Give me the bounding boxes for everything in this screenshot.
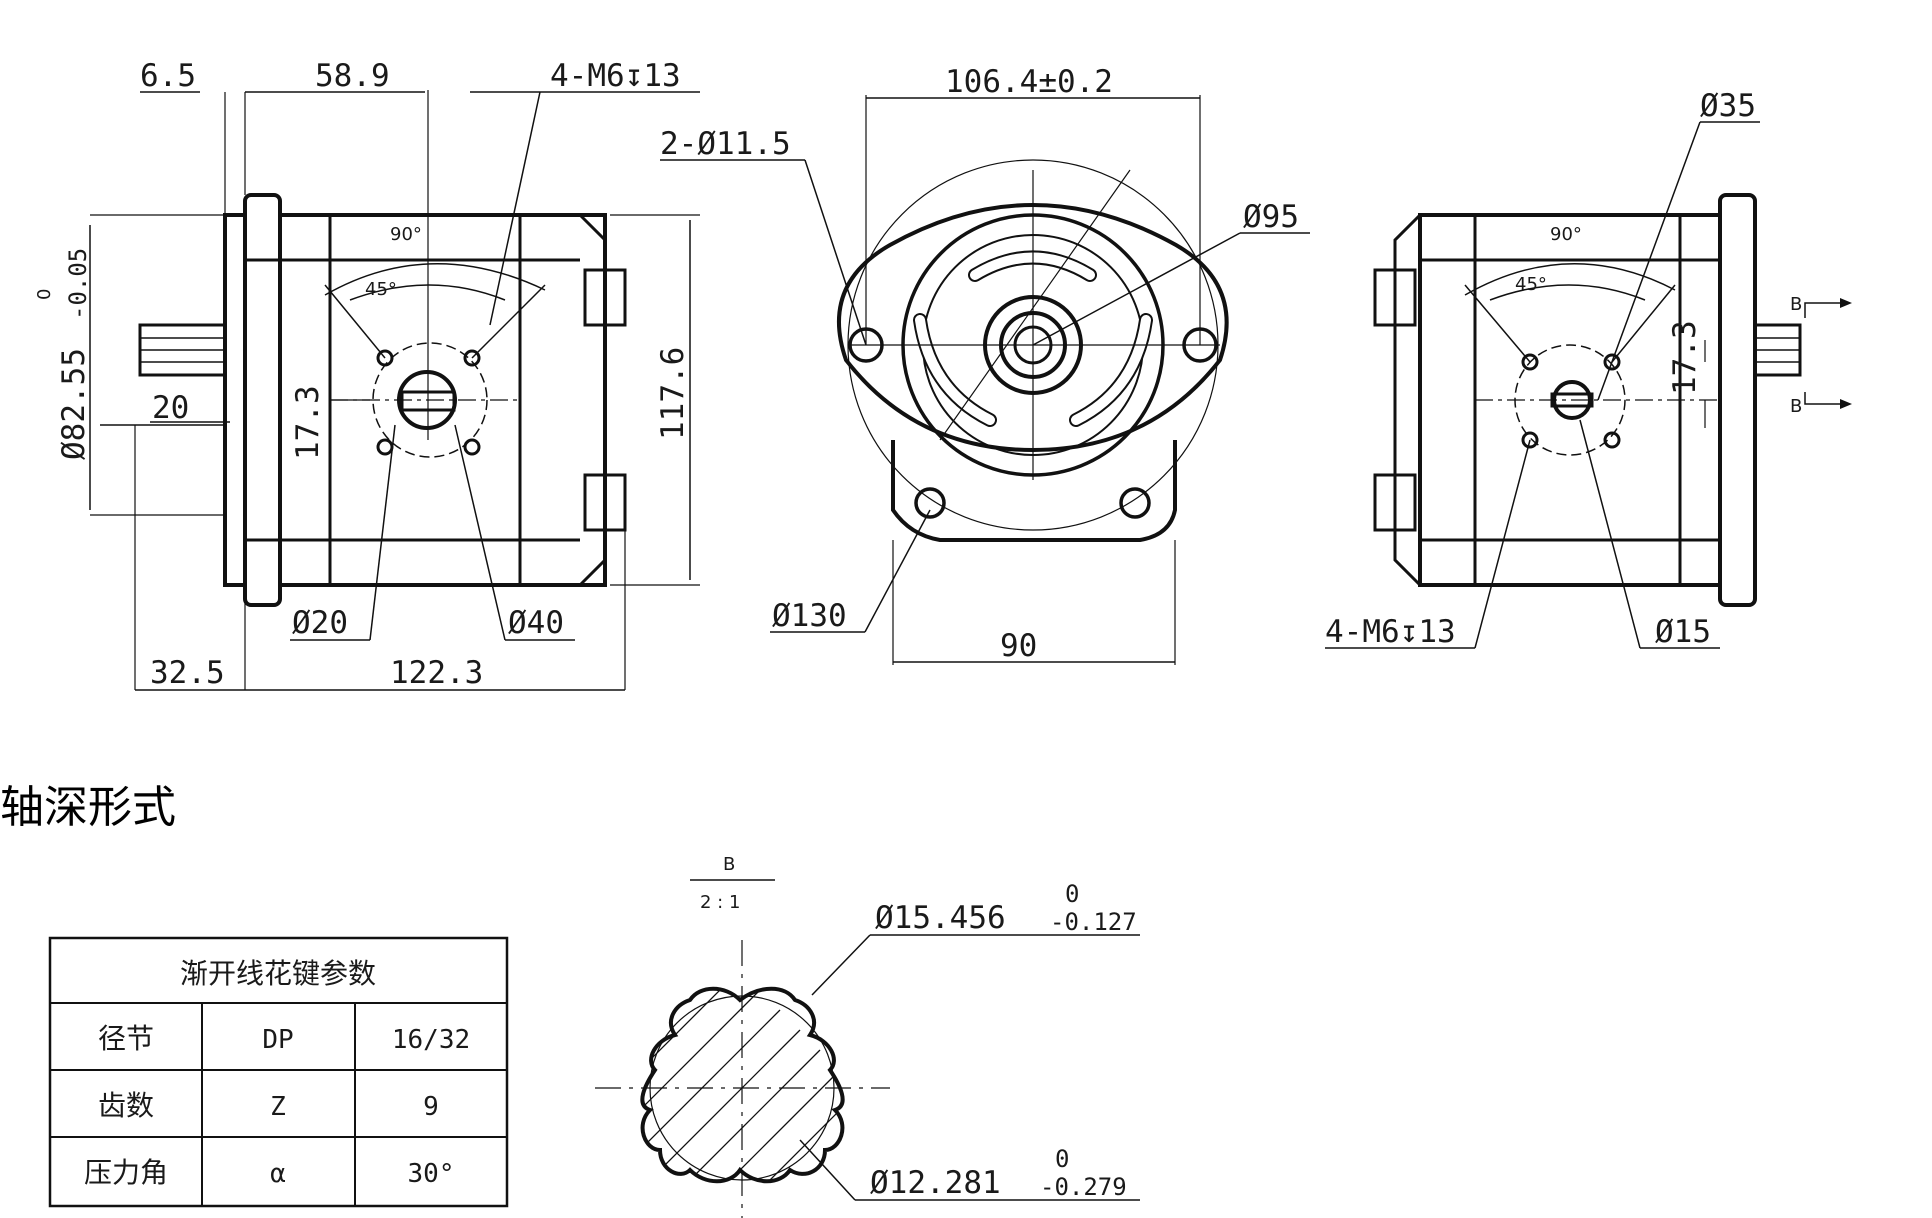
table-row-symbol: Z [270,1092,286,1122]
dim-port-diameter: Ø20 [292,605,348,641]
dim-pilot-circle: Ø95 [1243,199,1299,235]
dim-flange-thickness: 6.5 [140,58,196,94]
section-marker-top: B [1790,294,1802,315]
dim-rear-pcd: Ø35 [1700,88,1756,124]
dim-thread-top: 4-M6↧13 [550,58,681,94]
dim-rear-pitch: 17.3 [1667,320,1703,395]
section-title: 轴深形式 [0,782,176,833]
dim-angle-45: 45° [365,279,397,300]
dim-width: 90 [1000,628,1037,664]
dim-pilot-tol-lower: -0.05 [64,248,92,320]
dim-major-tol-lower: -0.127 [1050,908,1137,936]
dim-rear-angle-45: 45° [1515,274,1547,295]
dim-bolt-holes: 2-Ø11.5 [660,126,791,162]
dim-major-tol-upper: 0 [1065,880,1079,908]
dim-shaft-length: 20 [152,390,189,426]
dim-major-diameter: Ø15.456 [875,900,1006,936]
section-marker-bottom: B [1790,396,1802,417]
table-row-value: 9 [423,1092,439,1122]
dim-pilot-tol-upper: 0 [34,289,55,300]
dim-pilot-diameter: Ø82.55 [56,348,92,460]
table-row-symbol: DP [262,1025,293,1055]
front-view: 6.5 58.9 4-M6↧13 0 -0.05 Ø82.55 90° 45° … [34,58,700,691]
table-row-name: 齿数 [98,1089,154,1122]
dim-shaft-total: 32.5 [150,655,225,691]
rear-view: Ø35 90° 45° 17.3 B B 4-M6↧13 Ø15 [1325,88,1852,650]
dim-rear-angle-90: 90° [1550,224,1582,245]
dim-pcd: Ø40 [508,605,564,641]
table-row-value: 16/32 [392,1025,470,1055]
dim-height: 117.6 [655,347,691,440]
spline-detail: B 2 : 1 Ø15.456 0 -0.127 Ø12.281 [595,854,1140,1218]
dim-minor-diameter: Ø12.281 [870,1165,1001,1201]
dim-body-length: 122.3 [390,655,483,691]
dim-minor-tol-upper: 0 [1055,1145,1069,1173]
table-row-name: 径节 [98,1022,154,1055]
dim-angle-90: 90° [390,224,422,245]
table-row-symbol: α [270,1159,286,1189]
dim-pitch: 17.3 [290,385,326,460]
flange-view: 106.4±0.2 2-Ø11.5 Ø95 Ø130 90 [660,64,1310,665]
table-row-value: 30° [408,1159,455,1189]
detail-scale: 2 : 1 [700,892,740,913]
dim-rear-thread: 4-M6↧13 [1325,614,1456,650]
dim-minor-tol-lower: -0.279 [1040,1173,1127,1201]
dim-outer-circle: Ø130 [772,598,847,634]
dim-port-offset: 58.9 [315,58,390,94]
spline-table: 渐开线花键参数 径节 DP 16/32 齿数 Z 9 压力角 α 30° [48,936,509,1208]
table-row-name: 压力角 [84,1156,168,1189]
dim-rear-port-diameter: Ø15 [1655,614,1711,650]
dim-bolt-span: 106.4±0.2 [945,64,1113,100]
table-title: 渐开线花键参数 [180,957,376,990]
detail-view-label: B [723,854,735,875]
